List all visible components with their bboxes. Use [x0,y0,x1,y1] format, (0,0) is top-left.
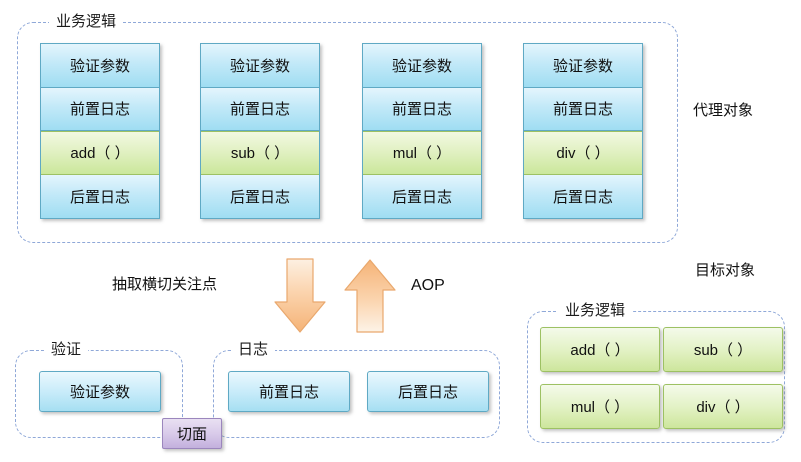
target-method-div: div（ ） [663,384,783,429]
cell-method: mul（ ） [363,131,481,175]
cell-before-log: 前置日志 [41,87,159,131]
validate-params-box: 验证参数 [39,371,161,412]
cell-after-log: 后置日志 [201,174,319,218]
log-group [213,350,500,438]
validate-group [15,350,183,438]
target-object-label: 目标对象 [695,262,756,279]
proxy-object-label: 代理对象 [693,102,754,119]
proxy-column-sub: 验证参数 前置日志 sub（ ） 后置日志 [200,43,320,219]
cell-after-log: 后置日志 [524,174,642,218]
before-log-box: 前置日志 [228,371,350,412]
cell-validate-params: 验证参数 [524,44,642,88]
cell-method: sub（ ） [201,131,319,175]
cell-validate-params: 验证参数 [201,44,319,88]
after-log-box: 后置日志 [367,371,489,412]
target-method-add: add（ ） [540,327,660,372]
target-business-logic-group [527,311,785,443]
proxy-column-mul: 验证参数 前置日志 mul（ ） 后置日志 [362,43,482,219]
target-business-logic-group-label: 业务逻辑 [558,302,633,320]
cell-before-log: 前置日志 [201,87,319,131]
target-method-mul: mul（ ） [540,384,660,429]
cell-validate-params: 验证参数 [41,44,159,88]
aop-label: AOP [411,277,445,294]
aspect-badge: 切面 [162,418,222,449]
arrow-up-icon [343,258,397,334]
proxy-object-group-label: 业务逻辑 [49,13,124,31]
arrow-down-icon [273,258,327,334]
extract-crosscutting-label: 抽取横切关注点 [112,276,218,293]
log-group-label: 日志 [231,341,276,359]
cell-after-log: 后置日志 [363,174,481,218]
proxy-column-div: 验证参数 前置日志 div（ ） 后置日志 [523,43,643,219]
cell-before-log: 前置日志 [524,87,642,131]
cell-after-log: 后置日志 [41,174,159,218]
cell-before-log: 前置日志 [363,87,481,131]
cell-validate-params: 验证参数 [363,44,481,88]
validate-group-label: 验证 [44,341,89,359]
target-method-sub: sub（ ） [663,327,783,372]
cell-method: div（ ） [524,131,642,175]
cell-method: add（ ） [41,131,159,175]
proxy-column-add: 验证参数 前置日志 add（ ） 后置日志 [40,43,160,219]
proxy-object-group [17,22,678,243]
